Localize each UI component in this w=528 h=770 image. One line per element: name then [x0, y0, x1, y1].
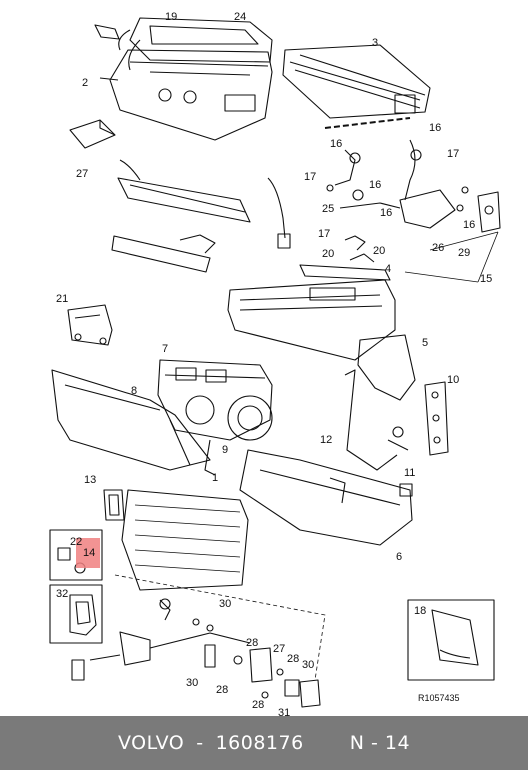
- callout-27: 27: [273, 643, 285, 655]
- housing-bottom-part: [239, 449, 413, 546]
- diagram-position: N - 14: [349, 732, 411, 754]
- callout-17c: 17: [318, 228, 330, 240]
- callout-23: 24: [234, 11, 246, 23]
- blower-housing-part: [157, 359, 273, 441]
- housing-upper-part: [227, 235, 396, 361]
- detail-box-18: [407, 599, 495, 681]
- callout-11: 11: [404, 467, 415, 479]
- bracket-part: [424, 381, 449, 456]
- callout-29: 29: [458, 247, 470, 259]
- callout-30b: 30: [302, 659, 314, 671]
- pipe-fittings-part: [71, 598, 321, 708]
- callout-30a: 30: [219, 598, 231, 610]
- callout-31: 31: [278, 707, 290, 716]
- callout-21: 21: [56, 293, 68, 305]
- callout-8: 8: [131, 385, 137, 397]
- callout-17b: 17: [447, 148, 459, 160]
- heater-housing-part: [94, 17, 273, 141]
- callout-19: 19: [165, 11, 177, 23]
- callout-1: 1: [212, 472, 218, 484]
- callout-7: 7: [162, 343, 168, 355]
- callout-26: 27: [76, 168, 88, 180]
- callout-14[interactable]: 14: [83, 547, 95, 559]
- duct-housing-part: [51, 369, 216, 476]
- callout-13: 13: [84, 474, 96, 486]
- callout-15: 15: [480, 273, 492, 285]
- reference-code: R1057435: [418, 693, 460, 703]
- parts-diagram: 19 24 2 3 27 16 16 17 17 16 25 16 17 20 …: [49, 11, 501, 716]
- heater-core-part: [282, 44, 431, 119]
- callout-28c: 28: [216, 684, 228, 696]
- callout-24: 25: [322, 203, 334, 215]
- callout-5: 5: [422, 337, 428, 349]
- callout-32: 32: [56, 588, 68, 600]
- part-number: 1608176: [215, 732, 304, 754]
- evaporator-part: [114, 489, 326, 681]
- callout-3: 3: [372, 37, 378, 49]
- callout-28d: 28: [252, 699, 264, 711]
- callout-9: 9: [222, 444, 228, 456]
- part-info-footer: VOLVO - 1608176 N - 14: [0, 716, 528, 770]
- callout-16e: 16: [380, 207, 392, 219]
- callout-30c: 30: [186, 677, 198, 689]
- callout-22: 22: [70, 536, 82, 548]
- callout-12: 12: [320, 434, 332, 446]
- callout-25: 26: [432, 242, 444, 254]
- callout-17a: 17: [304, 171, 316, 183]
- resistor-part: [69, 119, 116, 149]
- callout-4: 4: [385, 263, 391, 275]
- separator: -: [196, 732, 204, 754]
- callout-labels: 19 24 2 3 27 16 16 17 17 16 25 16 17 20 …: [56, 11, 492, 716]
- callout-16b: 16: [429, 122, 441, 134]
- callout-28b: 28: [287, 653, 299, 665]
- callout-16d: 16: [463, 219, 475, 231]
- callout-20b: 20: [322, 248, 334, 260]
- housing-lower-part: [357, 334, 416, 401]
- callout-16a: 16: [330, 138, 342, 150]
- water-valve-part: [324, 117, 501, 233]
- highlighted-part-14[interactable]: [76, 538, 100, 568]
- callout-18: 18: [414, 605, 426, 617]
- flap-rod-part: [111, 159, 291, 273]
- brand-label: VOLVO: [117, 732, 185, 754]
- callout-20a: 20: [373, 245, 385, 257]
- callout-28a: 28: [246, 637, 258, 649]
- callout-2: 2: [82, 77, 88, 89]
- callout-6: 6: [396, 551, 402, 563]
- control-rod-part: [344, 369, 409, 471]
- callout-16c: 16: [369, 179, 381, 191]
- callout-10: 10: [447, 374, 459, 386]
- seal-part: [103, 489, 125, 521]
- control-unit-part: [67, 304, 113, 346]
- detail-box-32: [49, 584, 103, 644]
